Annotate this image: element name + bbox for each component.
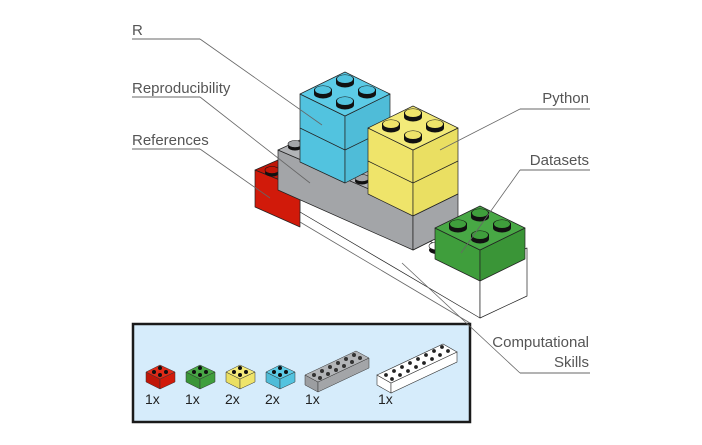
legend-white-brick-icon [376, 343, 458, 394]
legend-blue-brick-icon [265, 364, 296, 390]
legend-count-white: 1x [378, 391, 393, 407]
label-datasets: Datasets [530, 152, 589, 169]
legend-green-brick-icon [185, 364, 216, 390]
label-reproducibility: Reproducibility [132, 80, 231, 97]
legend-yellow-brick-icon [225, 364, 256, 390]
legend-grey-brick-icon [304, 350, 370, 393]
legend-count-red: 1x [145, 391, 160, 407]
legend: 1x 1x 2x 2x 1x 1x [131, 322, 472, 424]
label-r: R [132, 22, 143, 39]
legend-count-yellow: 2x [225, 391, 240, 407]
label-references: References [132, 132, 209, 149]
legend-count-green: 1x [185, 391, 200, 407]
leader-lines [132, 38, 590, 374]
label-python: Python [542, 90, 589, 107]
legend-count-blue: 2x [265, 391, 280, 407]
legend-count-grey: 1x [305, 391, 320, 407]
legend-red-brick-icon [145, 364, 176, 390]
label-computational-skills-line2: Skills [554, 354, 589, 371]
label-computational-skills-line1: Computational [492, 334, 589, 351]
green-2x2-brick [434, 205, 526, 282]
yellow-2x2-stack [367, 105, 459, 251]
